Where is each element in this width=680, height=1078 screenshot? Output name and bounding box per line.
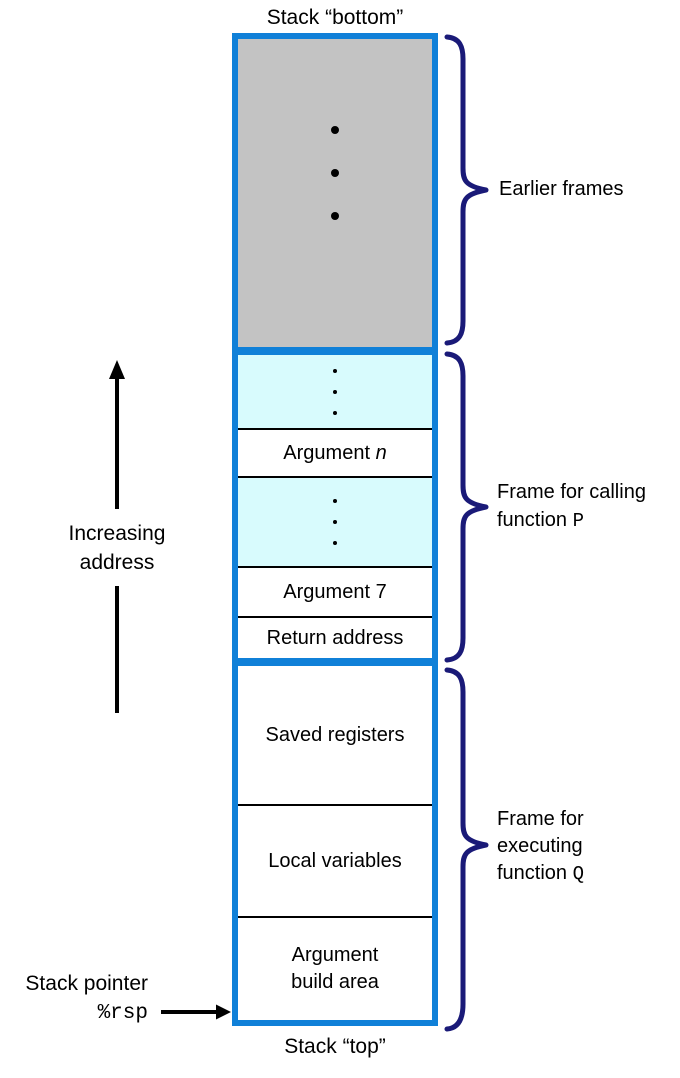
increasing-address-label: Increasing address	[37, 519, 197, 577]
brace-frame-p	[444, 351, 489, 663]
dot-icon	[333, 499, 337, 503]
rsp-register-label: %rsp	[97, 1002, 148, 1025]
more-arguments-region-lower	[238, 478, 432, 568]
argument-build-line2: build area	[291, 971, 379, 993]
stack-top-label: Stack “top”	[284, 1035, 386, 1058]
frame-p-annotation: Frame for calling function P	[497, 478, 646, 535]
argument-n-label: Argument n	[283, 441, 387, 464]
argument-build-area-cell: Argument build area	[238, 918, 432, 1020]
dot-icon	[331, 212, 339, 220]
dot-icon	[331, 169, 339, 177]
dot-icon	[333, 410, 337, 415]
stack-bottom-label: Stack “bottom”	[266, 6, 404, 29]
brace-earlier-frames	[444, 34, 489, 346]
frame-boundary-divider	[238, 658, 432, 666]
argument-n-cell: Argument n	[238, 430, 432, 478]
frame-q-annotation: Frame for executing function Q	[497, 806, 584, 888]
frame-p-annotation-line1: Frame for calling	[497, 481, 646, 503]
return-address-cell: Return address	[266, 626, 404, 649]
argument-n-variable: n	[375, 441, 387, 464]
frame-q-annotation-line2: executing	[497, 835, 583, 857]
dot-icon	[333, 541, 337, 545]
dot-icon	[331, 126, 339, 134]
dot-icon	[333, 368, 337, 373]
frame-boundary-divider	[238, 347, 432, 355]
function-p-name: P	[572, 510, 585, 532]
earlier-frames-region	[238, 39, 432, 347]
saved-registers-cell: Saved registers	[238, 666, 432, 806]
increasing-address-line2: address	[79, 551, 155, 574]
frame-q-annotation-line1: Frame for	[497, 808, 584, 830]
stack-pointer-text: Stack pointer	[25, 972, 148, 995]
vertical-ellipsis-icon	[333, 499, 337, 545]
dot-icon	[333, 389, 337, 394]
argument-7-cell: Argument 7	[238, 568, 432, 618]
vertical-ellipsis-icon	[238, 126, 432, 220]
dot-icon	[333, 520, 337, 524]
function-q-name: Q	[572, 863, 585, 885]
argument-build-line1: Argument	[291, 944, 379, 966]
increasing-address-line1: Increasing	[68, 522, 166, 545]
brace-frame-q	[444, 667, 489, 1032]
stack-pointer-arrow	[161, 1004, 231, 1020]
stack-pointer-label: Stack pointer %rsp	[10, 969, 148, 1029]
vertical-ellipsis-icon	[333, 368, 337, 415]
stack-box: Argument n Argument 7 Return address Sav…	[232, 33, 438, 1026]
more-arguments-region-upper	[238, 355, 432, 430]
local-variables-cell: Local variables	[238, 806, 432, 918]
frame-q-annotation-line3: function Q	[497, 862, 585, 885]
earlier-frames-annotation: Earlier frames	[499, 178, 624, 200]
frame-p-annotation-line2: function P	[497, 509, 585, 532]
